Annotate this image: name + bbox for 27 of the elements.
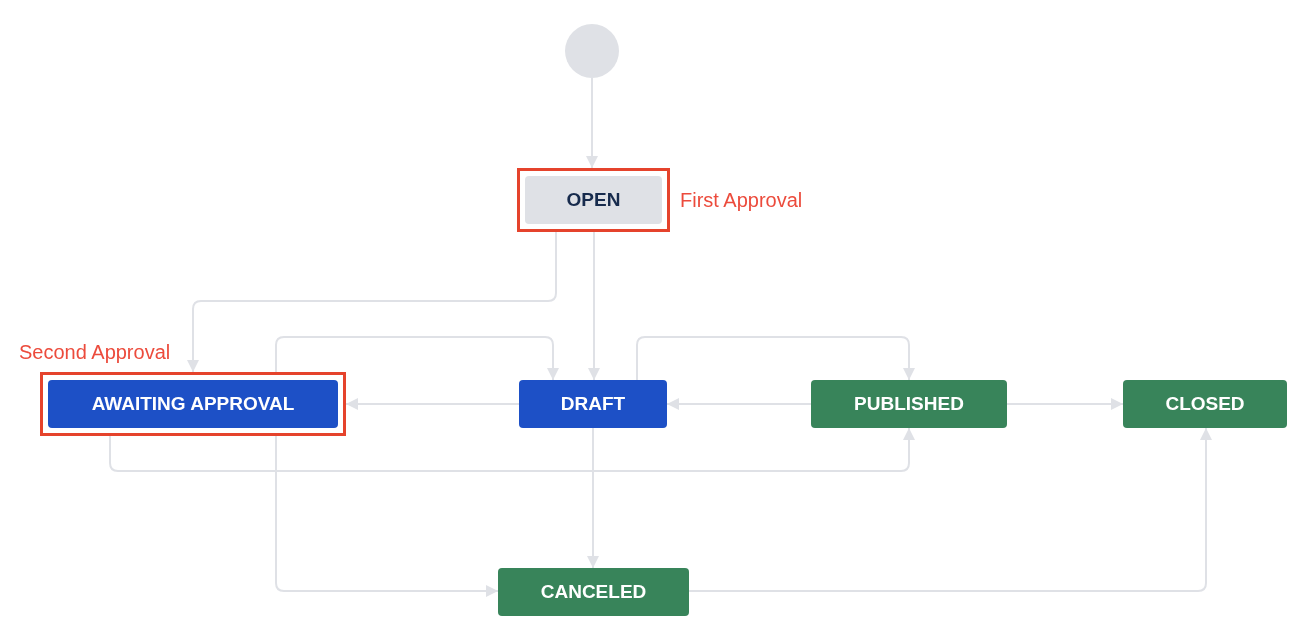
arrow — [636, 336, 915, 381]
arrow — [587, 427, 599, 569]
highlight-frame — [40, 372, 346, 436]
arrow — [588, 231, 600, 381]
annotation-text: Second Approval — [19, 340, 171, 364]
status-label: CLOSED — [1165, 393, 1245, 415]
arrow — [275, 435, 499, 597]
arrow — [109, 427, 915, 472]
status-label: PUBLISHED — [854, 393, 964, 415]
arrow — [586, 77, 598, 169]
status-label: CANCELED — [540, 581, 647, 603]
start-circle — [565, 24, 619, 78]
arrow — [275, 336, 559, 381]
status-label: OPEN — [566, 189, 621, 211]
status-box — [519, 380, 667, 428]
status-label: AWAITING APPROVAL — [91, 393, 295, 415]
annotation-text: First Approval — [680, 188, 803, 212]
status-box — [1123, 380, 1287, 428]
status-box — [498, 568, 689, 616]
status-label: DRAFT — [560, 393, 626, 415]
arrow — [1006, 398, 1124, 410]
arrow — [688, 427, 1212, 592]
highlight-frame — [517, 168, 670, 232]
status-box — [811, 380, 1007, 428]
arrow — [345, 398, 520, 410]
arrow — [666, 398, 812, 410]
arrow — [187, 231, 557, 373]
